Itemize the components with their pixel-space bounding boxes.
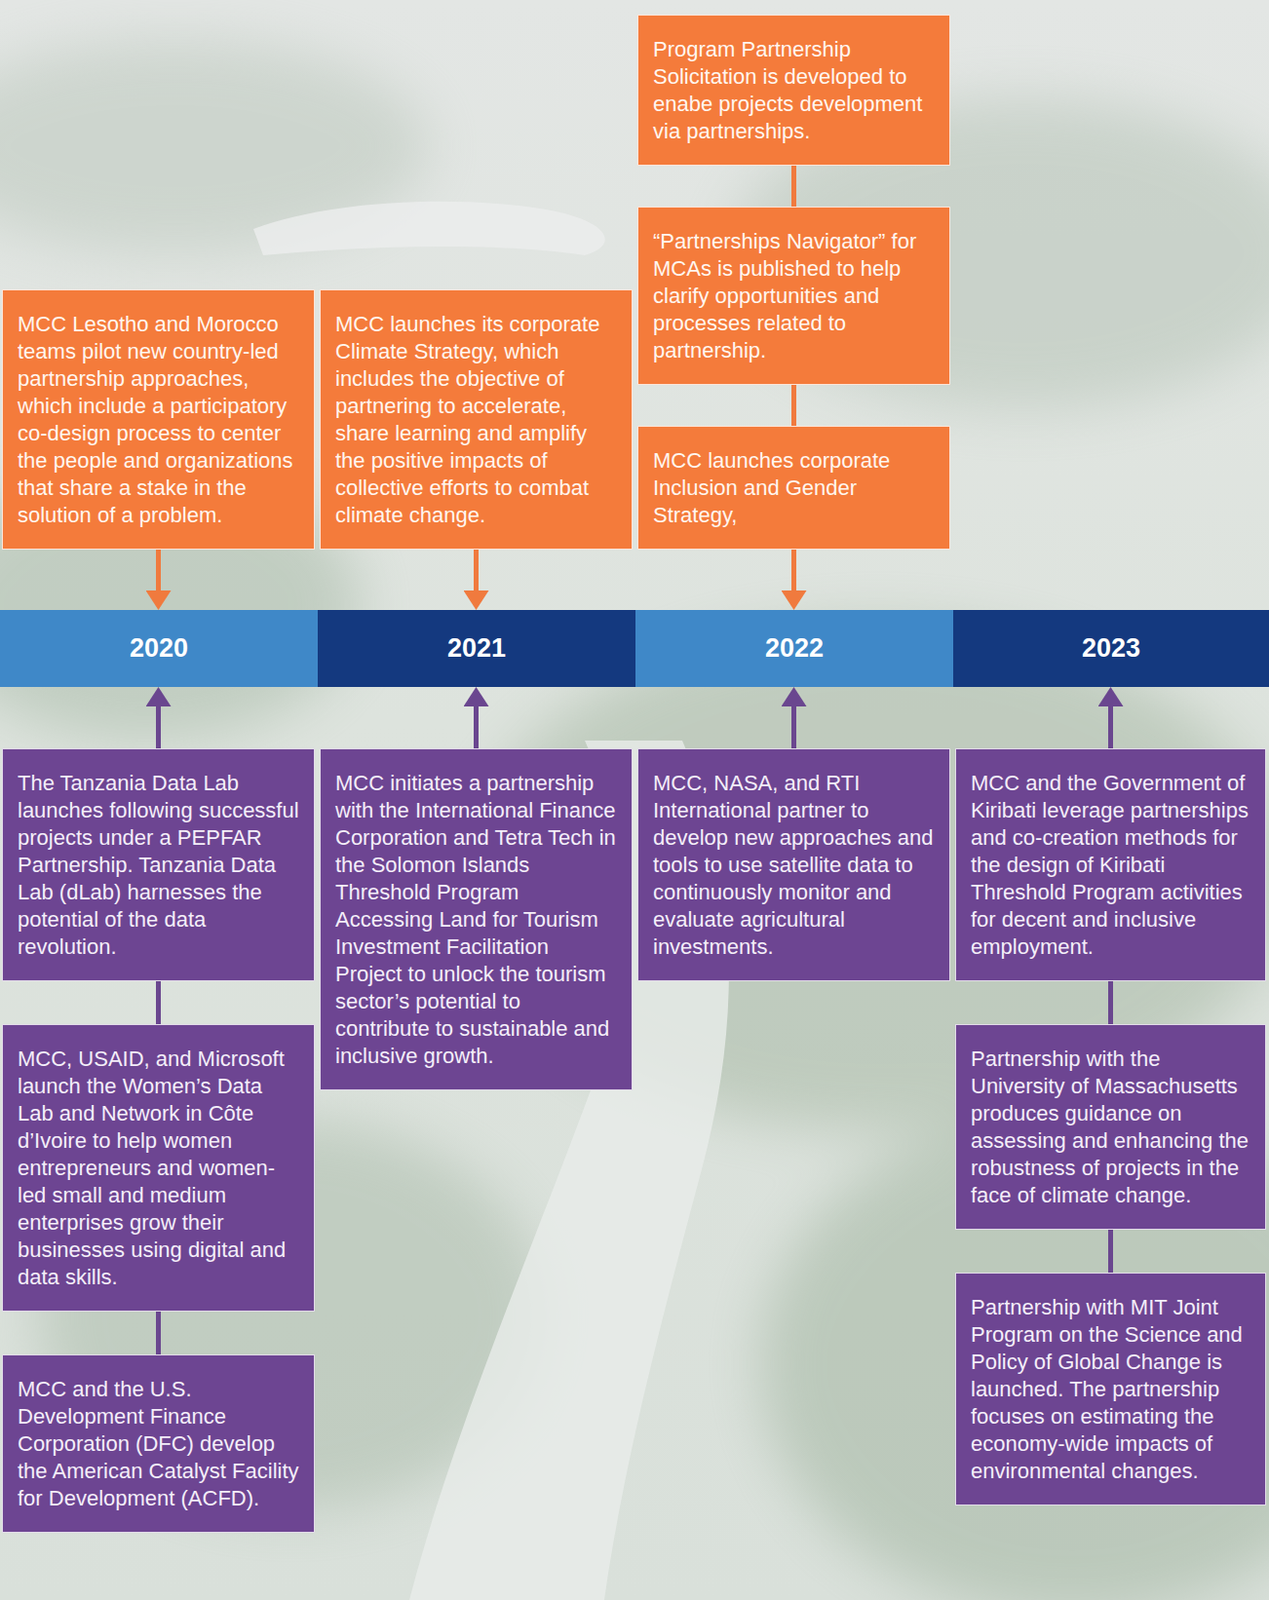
event-text: Program Partnership Solicitation is deve…	[653, 36, 935, 146]
partnership-box: MCC and the U.S. Development Finance Cor…	[1, 1354, 315, 1534]
event-box: MCC Lesotho and Morocco teams pilot new …	[1, 289, 315, 550]
link-line	[1108, 1230, 1114, 1273]
event-text: “Partnerships Navigator” for MCAs is pub…	[653, 228, 935, 365]
year-label: 2021	[447, 633, 506, 664]
partnership-text: MCC, USAID, and Microsoft launch the Wom…	[17, 1045, 300, 1292]
event-text: MCC launches corporate Inclusion and Gen…	[653, 447, 935, 530]
lake-shape	[253, 201, 606, 256]
link-line	[1108, 981, 1114, 1025]
link-line	[155, 981, 161, 1025]
timeline-arrow	[791, 698, 797, 749]
year-label: 2023	[1081, 633, 1141, 664]
forest-haze	[0, 38, 1269, 1600]
timeline-arrow	[155, 698, 161, 749]
partnership-box: Partnership with MIT Joint Program on th…	[955, 1272, 1267, 1506]
partnership-text: MCC and the U.S. Development Finance Cor…	[17, 1376, 300, 1513]
partnership-box: MCC, NASA, and RTI International partner…	[637, 748, 951, 982]
year-band: 2023	[953, 610, 1269, 688]
event-box: “Partnerships Navigator” for MCAs is pub…	[637, 206, 951, 385]
partnership-text: MCC initiates a partnership with the Int…	[335, 769, 617, 1071]
event-box: Program Partnership Solicitation is deve…	[637, 14, 951, 166]
event-box: MCC launches corporate Inclusion and Gen…	[637, 425, 951, 550]
year-label: 2022	[765, 633, 824, 664]
year-band: 2021	[317, 610, 636, 688]
timeline-arrow	[791, 549, 797, 599]
partnership-box: Partnership with the University of Massa…	[955, 1024, 1267, 1231]
timeline-arrow	[473, 549, 479, 599]
year-band: 2020	[0, 610, 318, 688]
year-label: 2020	[129, 633, 189, 664]
partnership-box: MCC, USAID, and Microsoft launch the Wom…	[1, 1024, 315, 1312]
partnership-text: MCC and the Government of Kiribati lever…	[970, 769, 1251, 962]
partnership-text: Partnership with MIT Joint Program on th…	[970, 1294, 1251, 1486]
link-line	[791, 165, 797, 207]
event-text: MCC launches its corporate Climate Strat…	[335, 310, 617, 530]
year-band: 2022	[635, 610, 954, 688]
partnership-text: MCC, NASA, and RTI International partner…	[653, 769, 935, 962]
link-line	[155, 1311, 161, 1355]
event-box: MCC launches its corporate Climate Strat…	[319, 289, 633, 550]
timeline-arrow	[473, 698, 479, 749]
partnership-box: The Tanzania Data Lab launches following…	[1, 748, 315, 982]
timeline-arrow	[1108, 698, 1114, 749]
partnership-box: MCC and the Government of Kiribati lever…	[955, 748, 1267, 982]
event-text: MCC Lesotho and Morocco teams pilot new …	[17, 310, 300, 530]
partnership-text: The Tanzania Data Lab launches following…	[17, 769, 300, 962]
link-line	[791, 384, 797, 426]
partnership-box: MCC initiates a partnership with the Int…	[319, 748, 633, 1091]
partnership-text: Partnership with the University of Massa…	[970, 1045, 1251, 1210]
timeline-arrow	[155, 549, 161, 599]
